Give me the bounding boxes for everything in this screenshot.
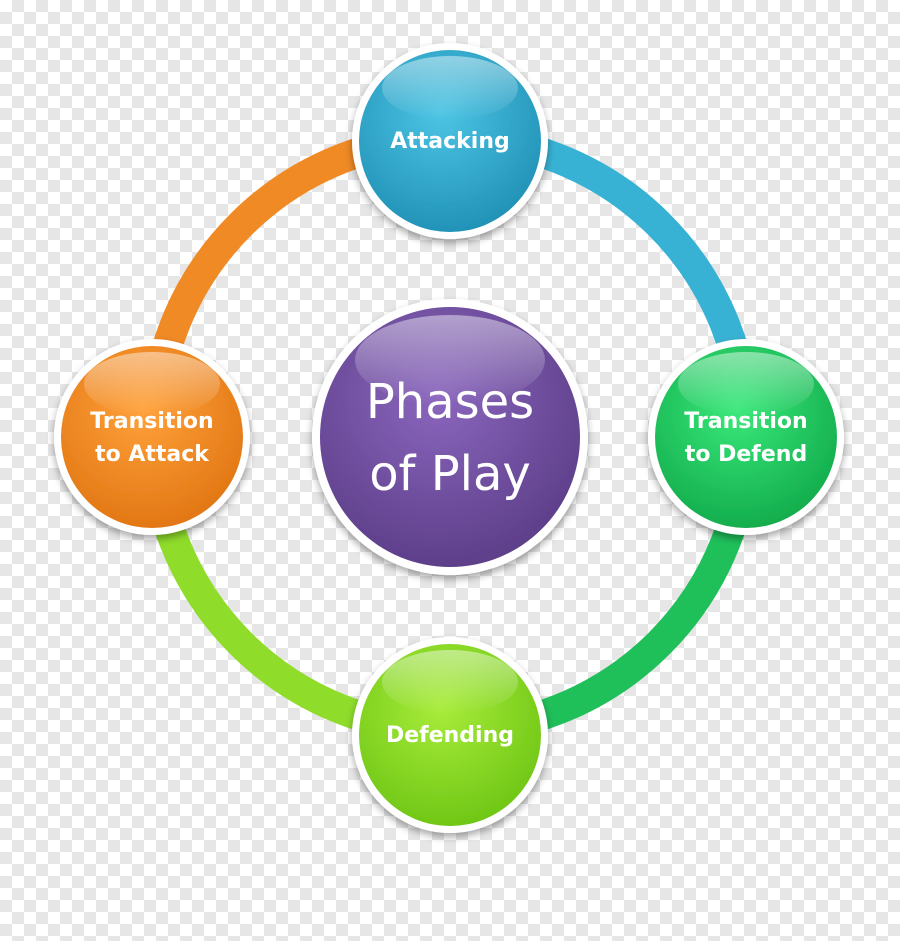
node-transition-to-defend-label-line-2: to Defend [685, 442, 807, 467]
node-transition-to-defend: Transition to Defend [648, 339, 844, 535]
node-transition-to-defend-label-line-1: Transition [684, 409, 807, 434]
center-node: Phases of Play [312, 299, 588, 575]
node-transition-to-attack-label-line-1: Transition [90, 409, 213, 434]
node-transition-to-attack: Transition to Attack [54, 339, 250, 535]
node-defending-label: Defending [386, 723, 514, 748]
center-title-line-2: of Play [369, 446, 531, 502]
node-attacking-gloss [382, 56, 518, 120]
node-defending: Defending [352, 637, 548, 833]
node-transition-to-attack-gloss [84, 352, 220, 416]
node-transition-to-attack-label-line-2: to Attack [95, 442, 210, 467]
center-title-line-1: Phases [366, 374, 534, 430]
node-attacking-label: Attacking [390, 129, 510, 154]
node-transition-to-defend-gloss [678, 352, 814, 416]
center-node-gloss [355, 315, 545, 405]
node-defending-gloss [382, 650, 518, 714]
node-attacking: Attacking [352, 43, 548, 239]
